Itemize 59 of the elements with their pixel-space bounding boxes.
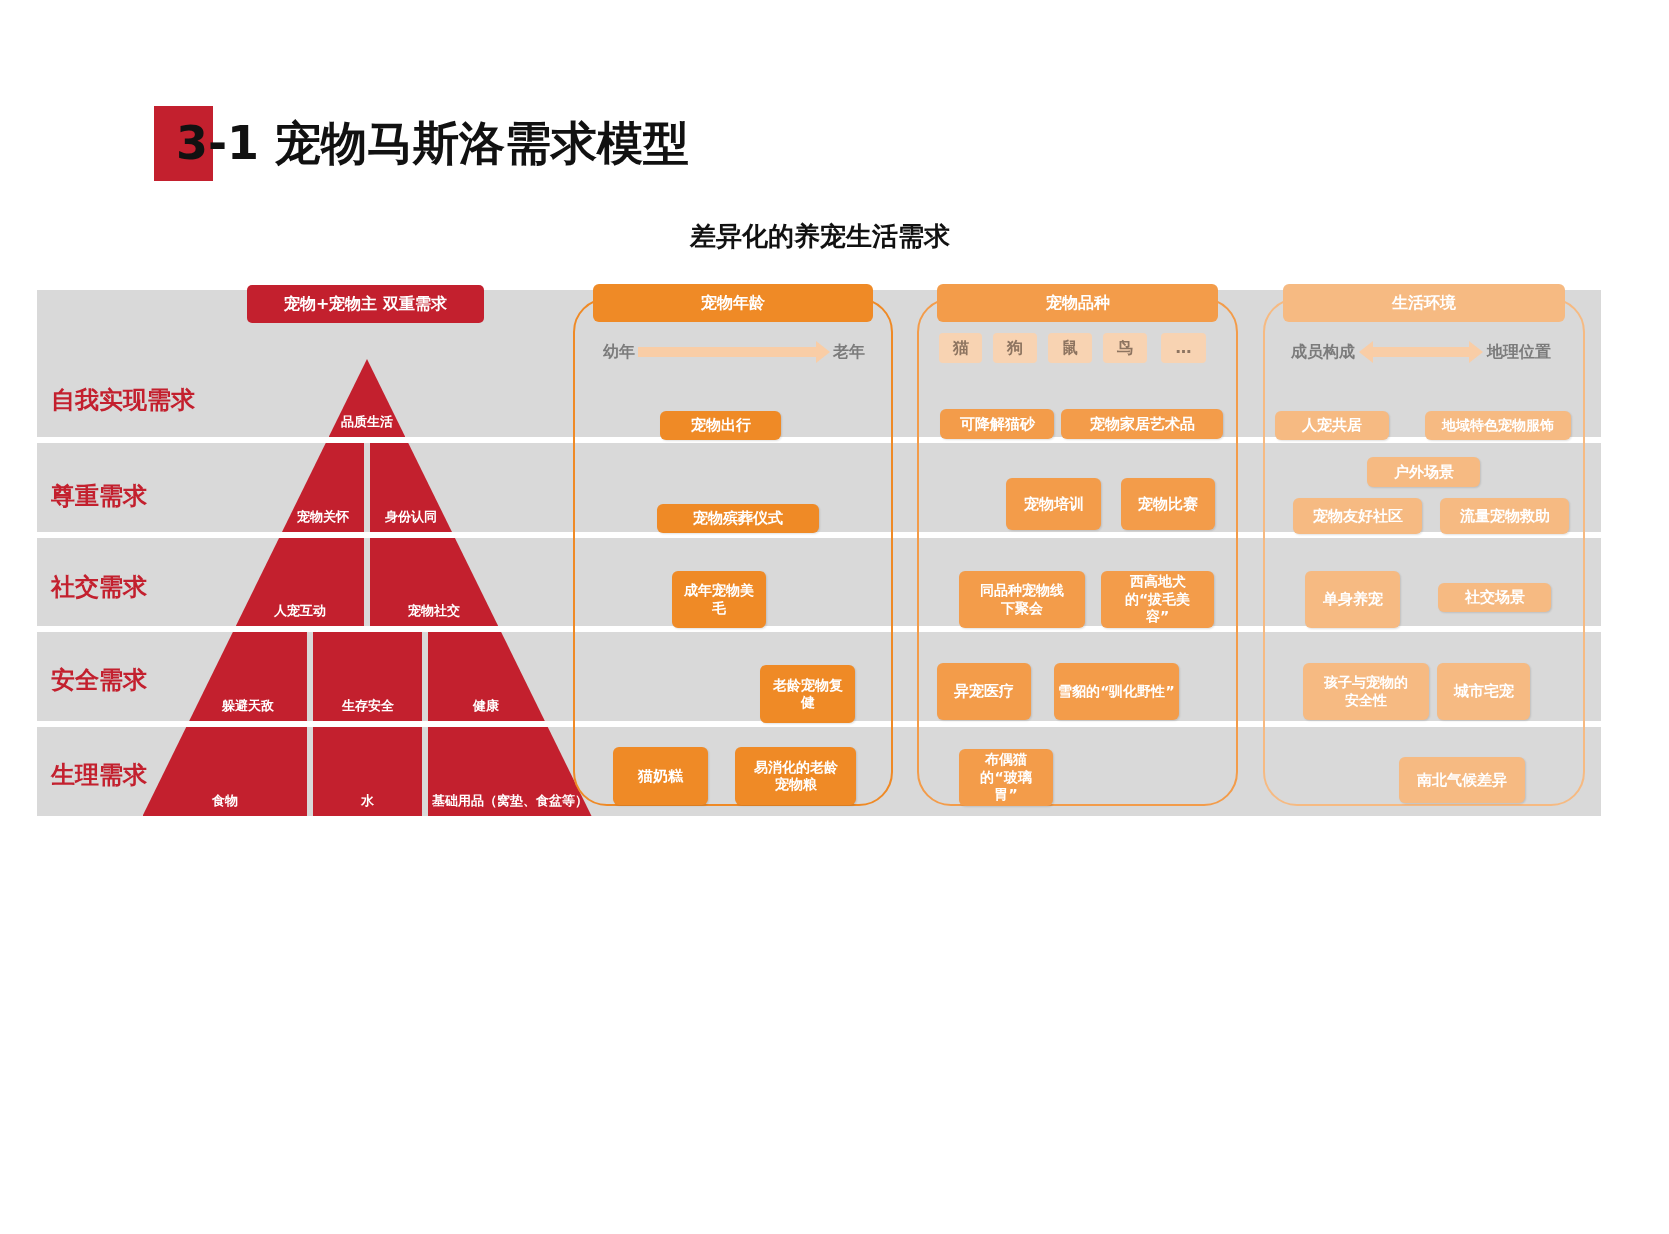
need-tag: 社交场景 xyxy=(1438,583,1551,612)
segment-label: 水 xyxy=(360,793,375,810)
need-tag: 地域特色宠物服饰 xyxy=(1425,411,1571,440)
arrow xyxy=(1359,341,1483,363)
need-tag: 户外场景 xyxy=(1367,457,1480,487)
row-label: 自我实现需求 xyxy=(51,385,195,417)
segment-label: 生存安全 xyxy=(340,698,395,715)
need-tag: 人宠共居 xyxy=(1275,411,1389,440)
need-tag: 孩子与宠物的安全性 xyxy=(1303,663,1429,720)
axis-label: 成员构成 xyxy=(1287,340,1359,364)
row-label: 尊重需求 xyxy=(51,481,147,513)
segment-label: 人宠互动 xyxy=(272,603,327,620)
need-tag: 城市宅宠 xyxy=(1437,663,1530,720)
need-tag: 老龄宠物复健 xyxy=(760,665,855,723)
column-header: 宠物品种 xyxy=(937,284,1218,322)
row-label: 安全需求 xyxy=(51,665,147,697)
segment-label: 品质生活 xyxy=(340,414,394,431)
need-tag: 布偶猫的“玻璃胃” xyxy=(959,749,1053,806)
axis-label: 地理位置 xyxy=(1483,340,1555,364)
need-tag: 可降解猫砂 xyxy=(940,409,1054,439)
subtitle: 差异化的养宠生活需求 xyxy=(690,220,950,254)
need-tag: 宠物友好社区 xyxy=(1293,498,1422,534)
need-tag: 单身养宠 xyxy=(1305,571,1400,628)
pyramid-segment xyxy=(313,632,422,721)
need-tag: 宠物家居艺术品 xyxy=(1061,409,1223,439)
need-tag: 西高地犬的“拔毛美容” xyxy=(1101,571,1214,628)
species-tag: 鼠 xyxy=(1048,333,1092,363)
need-tag: 流量宠物救助 xyxy=(1440,498,1569,534)
need-tag: 宠物培训 xyxy=(1006,478,1101,530)
column-header: 生活环境 xyxy=(1283,284,1565,322)
segment-label: 宠物关怀 xyxy=(296,509,350,526)
pyramid-segment xyxy=(313,727,422,816)
segment-label: 宠物社交 xyxy=(407,603,462,620)
need-tag: 成年宠物美毛 xyxy=(672,571,766,628)
need-tag: 易消化的老龄宠物粮 xyxy=(735,747,856,805)
arrow xyxy=(638,341,830,363)
species-tag: 鸟 xyxy=(1103,333,1147,363)
segment-label: 基础用品（窝垫、食盆等） xyxy=(430,793,589,810)
segment-label: 身份认同 xyxy=(384,509,438,526)
species-tag: 猫 xyxy=(939,333,982,363)
column-header: 宠物年龄 xyxy=(593,284,873,322)
species-tag: 狗 xyxy=(993,333,1037,363)
need-tag: 同品种宠物线下聚会 xyxy=(959,571,1085,628)
need-tag: 宠物殡葬仪式 xyxy=(657,504,819,533)
row-label: 社交需求 xyxy=(51,572,147,604)
segment-label: 食物 xyxy=(210,793,239,810)
need-tag: 宠物比赛 xyxy=(1121,478,1215,530)
header-banner: 宠物+宠物主 双重需求 xyxy=(247,285,484,323)
need-tag: 南北气候差异 xyxy=(1399,757,1525,803)
need-tag: 雪貂的“驯化野性” xyxy=(1054,663,1179,720)
axis-label: 老年 xyxy=(830,340,868,364)
species-tag: … xyxy=(1161,333,1206,363)
segment-label: 健康 xyxy=(471,698,501,715)
axis-label: 幼年 xyxy=(600,340,638,364)
row-label: 生理需求 xyxy=(51,760,147,792)
need-tag: 宠物出行 xyxy=(660,411,781,440)
segment-label: 躲避天敌 xyxy=(221,698,276,715)
need-tag: 异宠医疗 xyxy=(937,663,1031,720)
need-tag: 猫奶糕 xyxy=(613,747,708,805)
